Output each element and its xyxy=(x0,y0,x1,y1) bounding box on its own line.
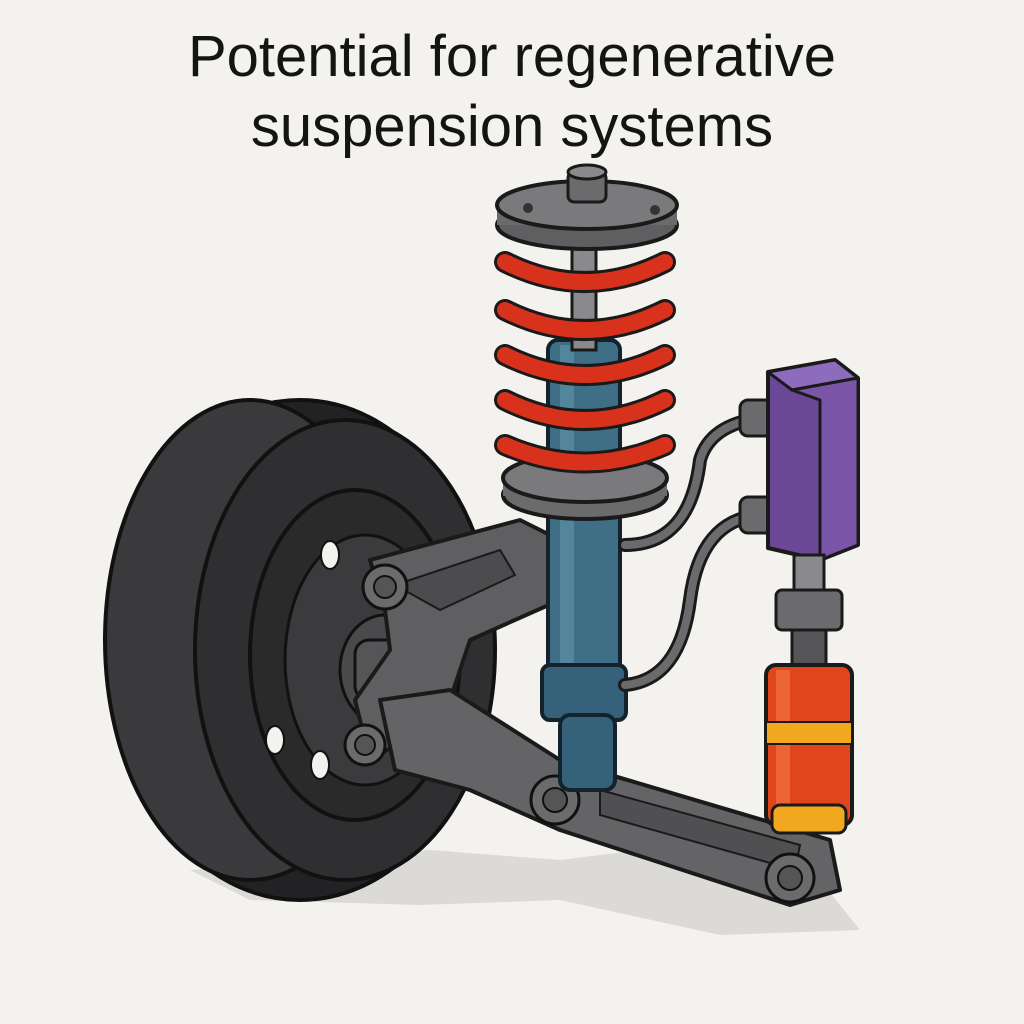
lower-control-arm xyxy=(378,688,842,907)
title-line-1: Potential for regenerative xyxy=(187,24,837,89)
coil xyxy=(497,302,673,338)
rod-collar xyxy=(774,588,844,632)
coil-spring xyxy=(494,163,679,521)
damper-collar xyxy=(540,663,628,722)
lug-hole xyxy=(310,750,330,780)
coil xyxy=(497,254,673,290)
damper-lower-mount xyxy=(558,713,617,792)
page-title: Potential for regenerative suspension sy… xyxy=(0,22,1024,162)
coil xyxy=(497,437,673,471)
coil xyxy=(497,347,673,383)
lug-hole xyxy=(320,540,340,570)
generator-icon xyxy=(766,358,860,562)
lug-hole xyxy=(265,725,285,755)
damper-band xyxy=(765,721,853,745)
regenerative-damper xyxy=(764,553,854,835)
title-line-2: suspension systems xyxy=(250,94,774,159)
coil xyxy=(497,392,673,428)
damper-body xyxy=(546,338,622,712)
damper-base xyxy=(770,803,848,835)
